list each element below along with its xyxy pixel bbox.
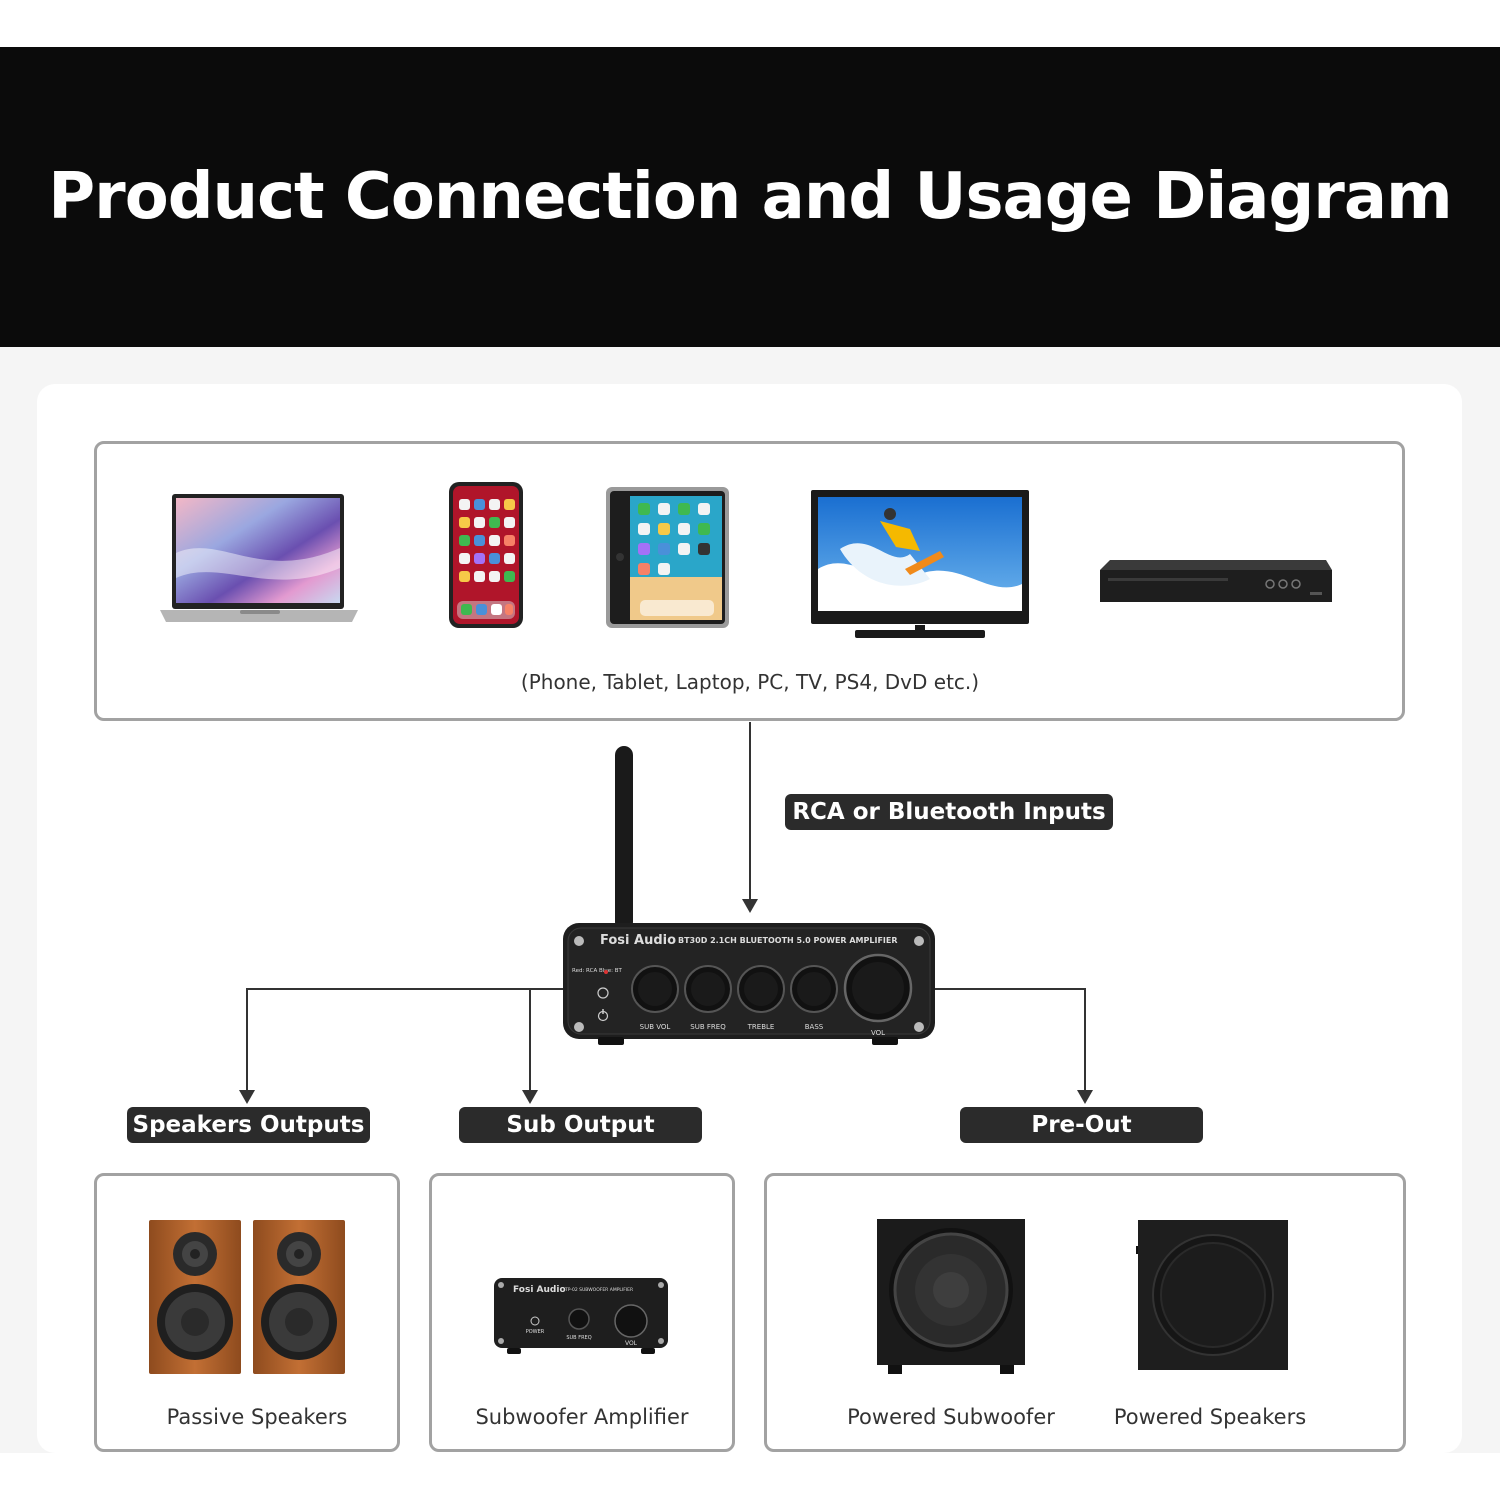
- speakers-output-arrow-head: [239, 1090, 255, 1104]
- amp-model: BT30D 2.1CH BLUETOOTH 5.0 POWER AMPLIFIE…: [678, 936, 898, 945]
- powered-speakers-icon: [1136, 1220, 1288, 1370]
- powered-subwoofer-icon: [877, 1219, 1025, 1374]
- sub-output-label: Sub Output: [459, 1107, 702, 1143]
- amp-brand: Fosi Audio: [600, 933, 676, 948]
- input-arrow-head: [742, 899, 758, 913]
- page-title: Product Connection and Usage Diagram: [48, 160, 1452, 234]
- amp-knobs: [631, 953, 913, 1023]
- knob-label-sub-vol: SUB VOL: [640, 1023, 671, 1031]
- amplifier-unit: Fosi Audio BT30D 2.1CH BLUETOOTH 5.0 POW…: [563, 746, 935, 1045]
- sub-output-arrow-head: [522, 1090, 538, 1104]
- speakers-outputs-label: Speakers Outputs: [127, 1107, 370, 1143]
- pre-out-devices-box: [764, 1173, 1406, 1452]
- dvd-player-icon: [1100, 560, 1332, 602]
- knob-label-vol: VOL: [871, 1029, 885, 1037]
- sub-amp-freq-label: SUB FREQ: [566, 1335, 591, 1341]
- powered-speakers-caption: Powered Speakers: [1113, 1405, 1307, 1429]
- tablet-icon: [606, 487, 729, 628]
- powered-subwoofer-caption: Powered Subwoofer: [847, 1405, 1055, 1429]
- subwoofer-amplifier-caption: Subwoofer Amplifier: [475, 1405, 689, 1429]
- pre-out-label: Pre-Out: [960, 1107, 1203, 1143]
- passive-speakers-caption: Passive Speakers: [166, 1405, 348, 1429]
- laptop-icon: [160, 494, 358, 622]
- passive-speakers-box: [94, 1173, 400, 1452]
- subwoofer-amplifier-icon: Fosi Audio TP-02 SUBWOOFER AMPLIFIER POW…: [494, 1278, 668, 1354]
- sub-amp-model: TP-02 SUBWOOFER AMPLIFIER: [564, 1287, 633, 1293]
- header-band: [0, 47, 1500, 347]
- sub-amp-power-label: POWER: [526, 1329, 545, 1335]
- sub-amp-brand: Fosi Audio: [513, 1285, 566, 1295]
- tv-icon: [811, 490, 1029, 638]
- phone-icon: [449, 482, 523, 628]
- pre-out-arrow-head: [1077, 1090, 1093, 1104]
- knob-label-treble: TREBLE: [747, 1023, 775, 1031]
- speakers-output-line: [246, 988, 565, 1094]
- pre-out-line: [935, 988, 1086, 1094]
- knob-label-sub-freq: SUB FREQ: [690, 1023, 726, 1031]
- input-label: RCA or Bluetooth Inputs: [785, 794, 1113, 830]
- amp-indicator: Red: RCA Blue: BT: [572, 968, 622, 974]
- sub-amp-vol-label: VOL: [625, 1340, 638, 1347]
- source-devices-caption: (Phone, Tablet, Laptop, PC, TV, PS4, DvD…: [520, 670, 980, 694]
- passive-speakers-icon: [149, 1220, 345, 1374]
- knob-label-bass: BASS: [805, 1023, 824, 1031]
